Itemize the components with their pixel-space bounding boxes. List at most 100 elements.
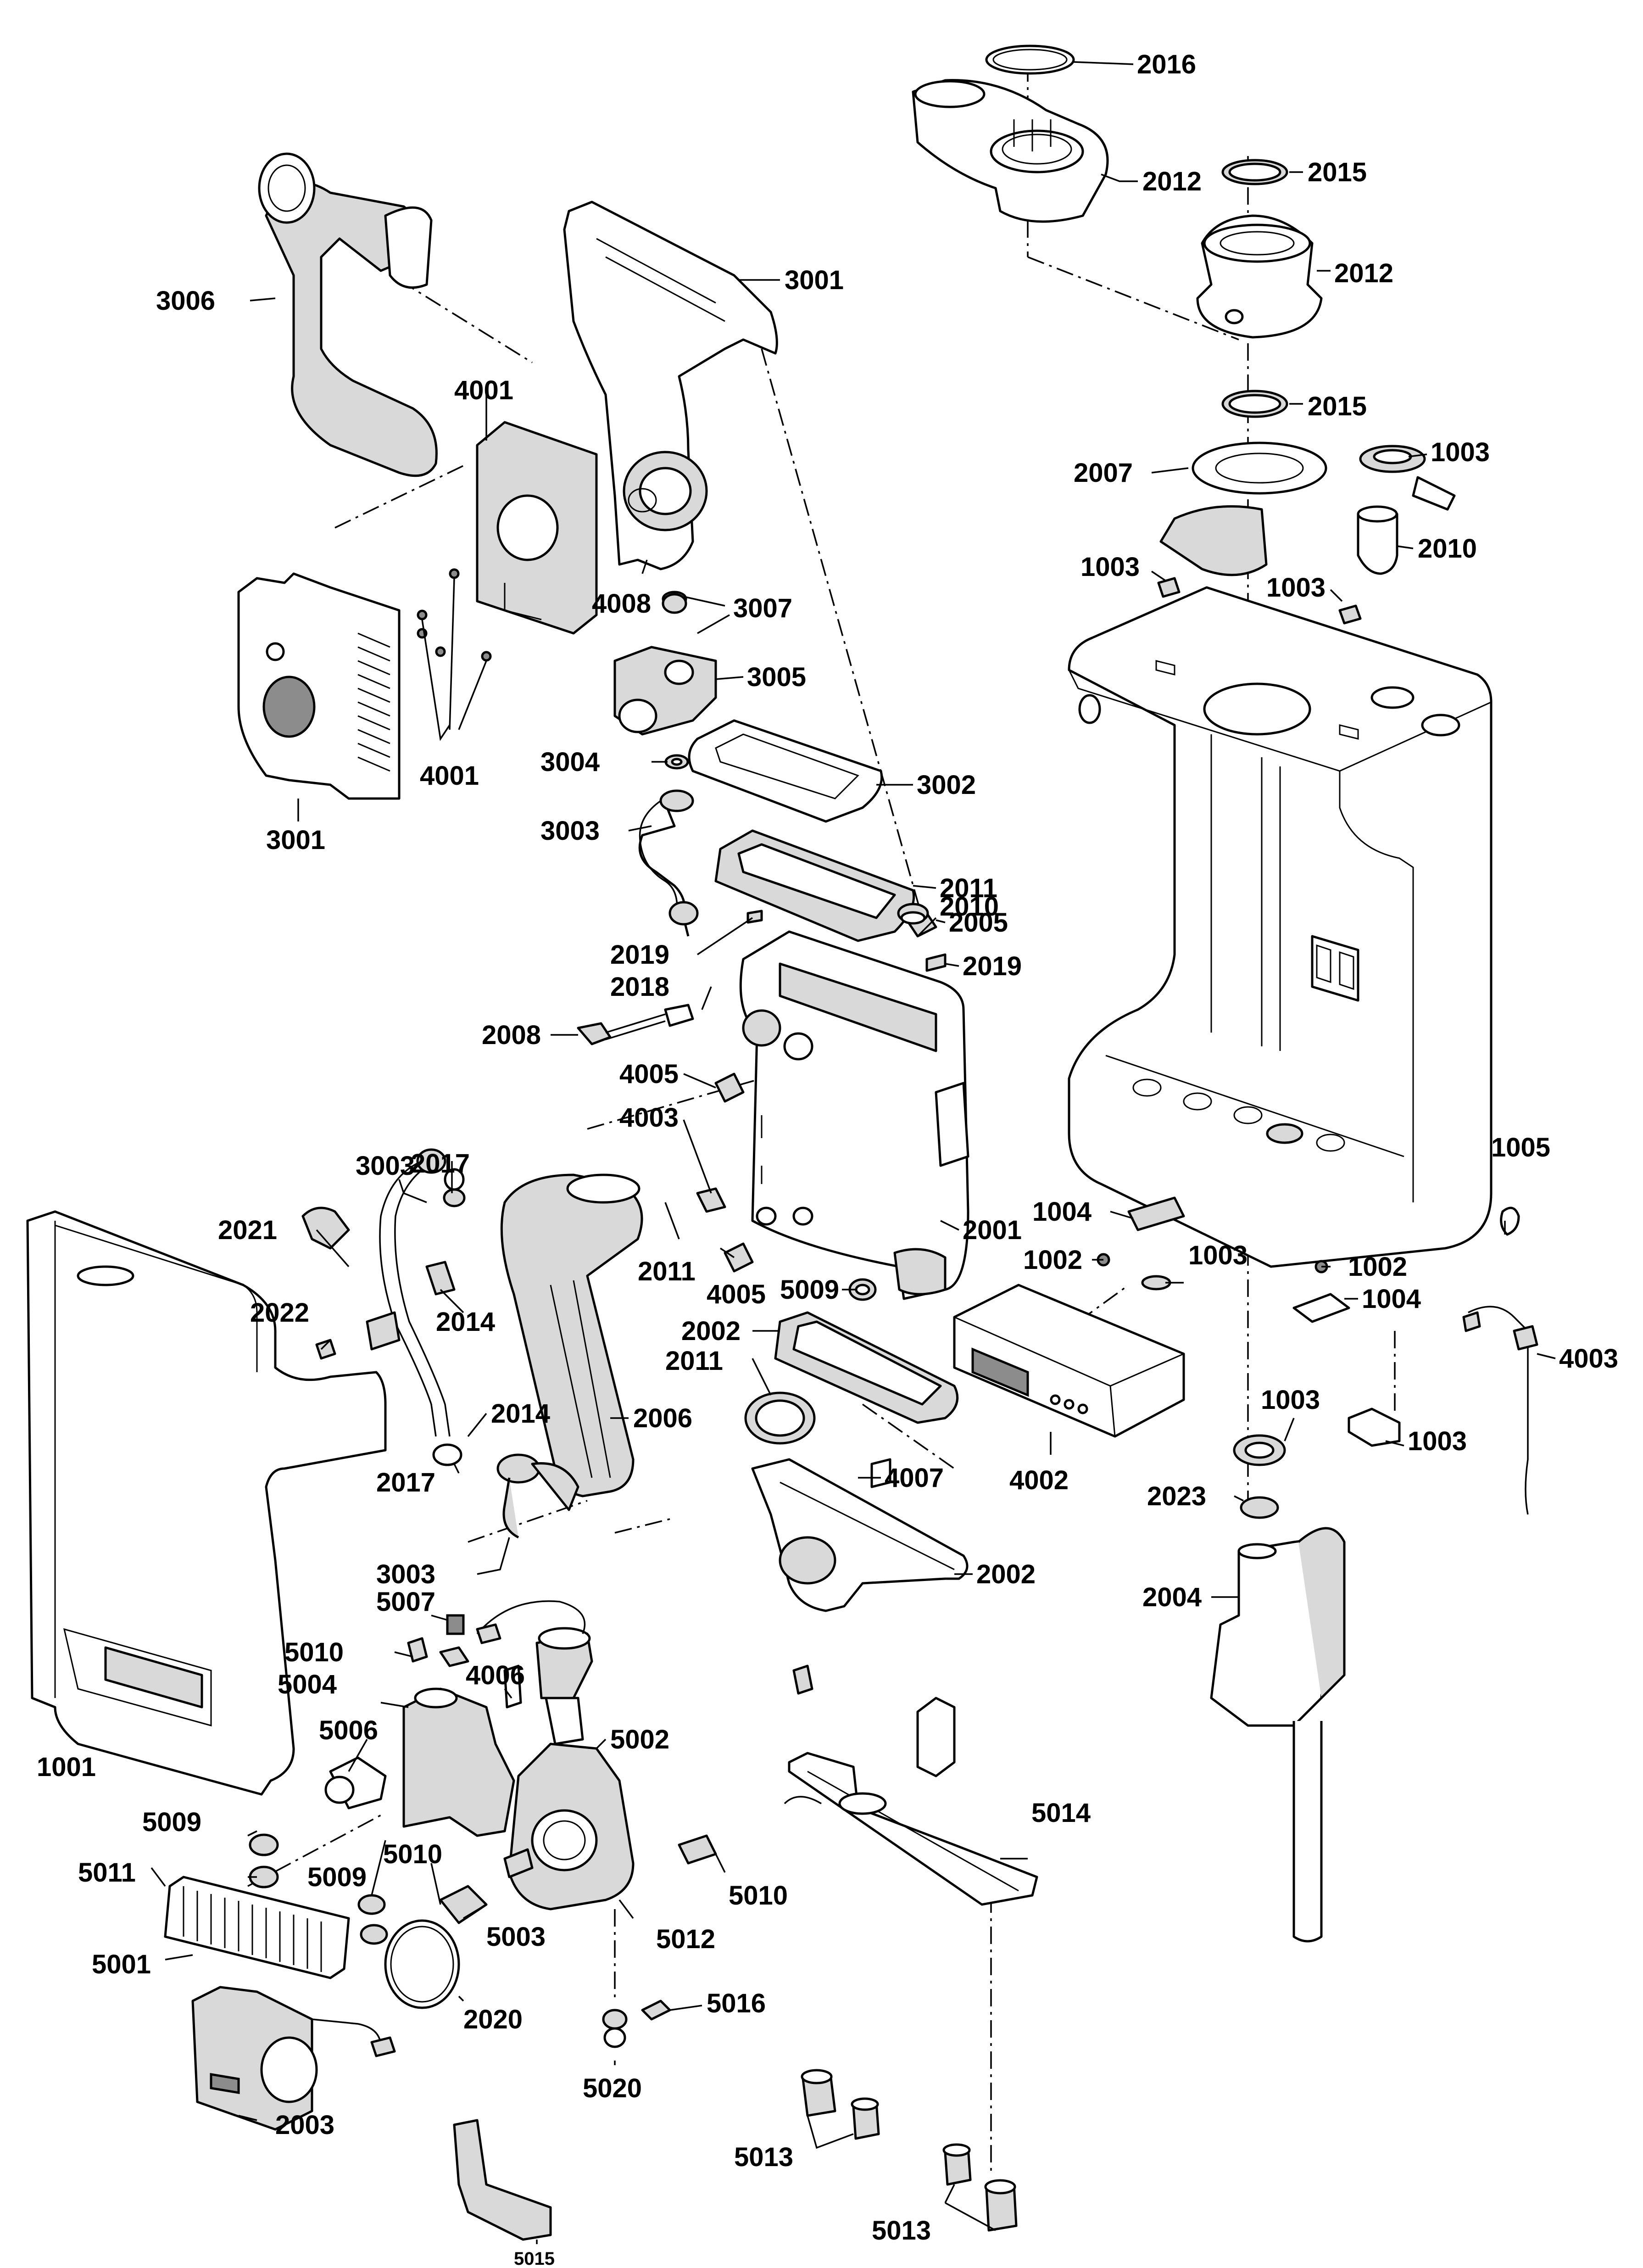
part-label: 1003: [1266, 573, 1326, 603]
gas-pipe-part: [638, 789, 699, 937]
part-label: 4001: [454, 375, 513, 405]
ignition-electrode-part: [577, 1004, 694, 1045]
part-label: 2015: [1308, 157, 1367, 187]
part-label: 2011: [665, 1346, 723, 1376]
heat-exchanger-part: [739, 930, 969, 1300]
part-label: 5010: [383, 1839, 442, 1869]
pipe-connectors-part: [801, 2069, 1018, 2232]
part-label: 5002: [610, 1725, 669, 1754]
part-label: 4007: [885, 1463, 944, 1493]
wiring-harness-part: [1462, 1306, 1538, 1515]
part-label: 1003: [1431, 437, 1490, 467]
part-label: 2016: [1137, 50, 1196, 79]
plate-heat-exchanger-part: [164, 1876, 396, 2131]
part-label: 5009: [307, 1862, 367, 1892]
part-label: 5007: [376, 1587, 435, 1617]
part-label: 4008: [592, 589, 651, 619]
part-label: 4003: [1559, 1344, 1618, 1374]
part-label: 2015: [1308, 391, 1367, 421]
part-label: 4006: [466, 1660, 525, 1690]
part-label: 5003: [486, 1922, 546, 1952]
part-label: 5013: [872, 2216, 931, 2246]
part-label: 3003: [376, 1559, 435, 1589]
part-label: 2021: [218, 1215, 277, 1245]
screws-part: [417, 568, 492, 662]
part-label: 2007: [1074, 458, 1133, 488]
gas-valve-part: [613, 591, 717, 770]
burner-gasket-part: [688, 719, 883, 823]
part-label: 1003: [1408, 1426, 1467, 1456]
part-label: 2014: [436, 1307, 495, 1337]
siphon-part: [1210, 1434, 1346, 1943]
flue-adapter-part: [1159, 159, 1327, 576]
air-intake-duct-part: [258, 152, 438, 477]
drain-pipe-part: [453, 2119, 552, 2241]
part-number-labels: 2016 2012 2015 2012 2015 1003 2007 2010 …: [37, 50, 1618, 2268]
part-label: 5011: [78, 1858, 136, 1888]
part-label: 2019: [610, 940, 669, 970]
hydraulic-fittings-part: [249, 1637, 717, 2048]
part-label: 3003: [356, 1151, 415, 1181]
part-label: 2020: [463, 2005, 523, 2034]
part-label: 5006: [319, 1715, 378, 1745]
part-label: 5012: [656, 1924, 715, 1954]
flow-pipe-part: [379, 1148, 466, 1466]
hydraulic-bracket-part: [784, 1665, 1038, 1906]
part-label: 1003: [1188, 1240, 1248, 1270]
boiler-frame-part: [1068, 586, 1520, 1268]
part-label: 3007: [733, 593, 792, 623]
part-label: 1004: [1362, 1284, 1421, 1314]
part-label: 2005: [949, 908, 1008, 938]
flue-turret-top-part: [912, 45, 1109, 223]
part-label: 2003: [275, 2110, 334, 2140]
part-label: 2019: [963, 951, 1022, 981]
part-label: 2002: [681, 1316, 741, 1346]
part-label: 5004: [278, 1670, 337, 1699]
part-label: 2012: [1334, 258, 1393, 288]
part-label: 2011: [638, 1257, 696, 1286]
part-label: 5020: [583, 2073, 642, 2103]
sensors-part: [696, 1073, 754, 1273]
part-label: 3001: [266, 825, 325, 855]
part-label: 5010: [729, 1881, 788, 1910]
part-label: 4005: [619, 1059, 679, 1089]
small-fittings-part: [746, 903, 947, 1301]
part-label: 3005: [747, 662, 806, 692]
part-label: 5016: [707, 1989, 766, 2018]
part-label: 2011: [940, 873, 997, 903]
part-label: 5009: [780, 1275, 839, 1305]
part-label: 1001: [37, 1752, 96, 1782]
cap-and-plug-part: [1157, 445, 1456, 625]
part-label: 5001: [92, 1950, 151, 1979]
part-label: 3001: [785, 265, 844, 295]
part-label: 5014: [1031, 1798, 1091, 1828]
control-pcb-part: [476, 421, 598, 635]
part-label: 5013: [734, 2142, 793, 2172]
seal-2011-part: [714, 829, 915, 942]
part-label: 4003: [619, 1103, 679, 1133]
hydraulic-block-part: [324, 1453, 635, 1910]
part-label: 2008: [482, 1020, 541, 1050]
part-label: 5009: [142, 1807, 201, 1837]
part-label: 2017: [376, 1468, 435, 1497]
part-label: 2010: [940, 892, 999, 922]
pressure-sensor-part: [301, 1207, 401, 1360]
part-label: 1003: [1080, 552, 1140, 582]
flue-duct-part: [500, 1173, 643, 1497]
part-label: 5010: [284, 1637, 344, 1667]
part-label: 2006: [633, 1403, 692, 1433]
part-label: 4005: [707, 1279, 766, 1309]
part-label: 3006: [156, 286, 215, 316]
part-label: 2018: [610, 972, 669, 1002]
fan-assembly-part: [563, 201, 778, 570]
part-label: 2014: [491, 1399, 550, 1429]
control-box-cover-part: [237, 572, 401, 800]
part-label: 1002: [1023, 1245, 1082, 1275]
part-label: 1003: [1261, 1385, 1320, 1415]
part-label: 3002: [917, 770, 976, 800]
part-label: 1005: [1491, 1133, 1550, 1162]
mounting-brackets-part: [1097, 1196, 1401, 1447]
sump-seals-part: [744, 1311, 959, 1445]
part-label: 1002: [1348, 1252, 1407, 1282]
part-label: 2004: [1142, 1582, 1202, 1612]
